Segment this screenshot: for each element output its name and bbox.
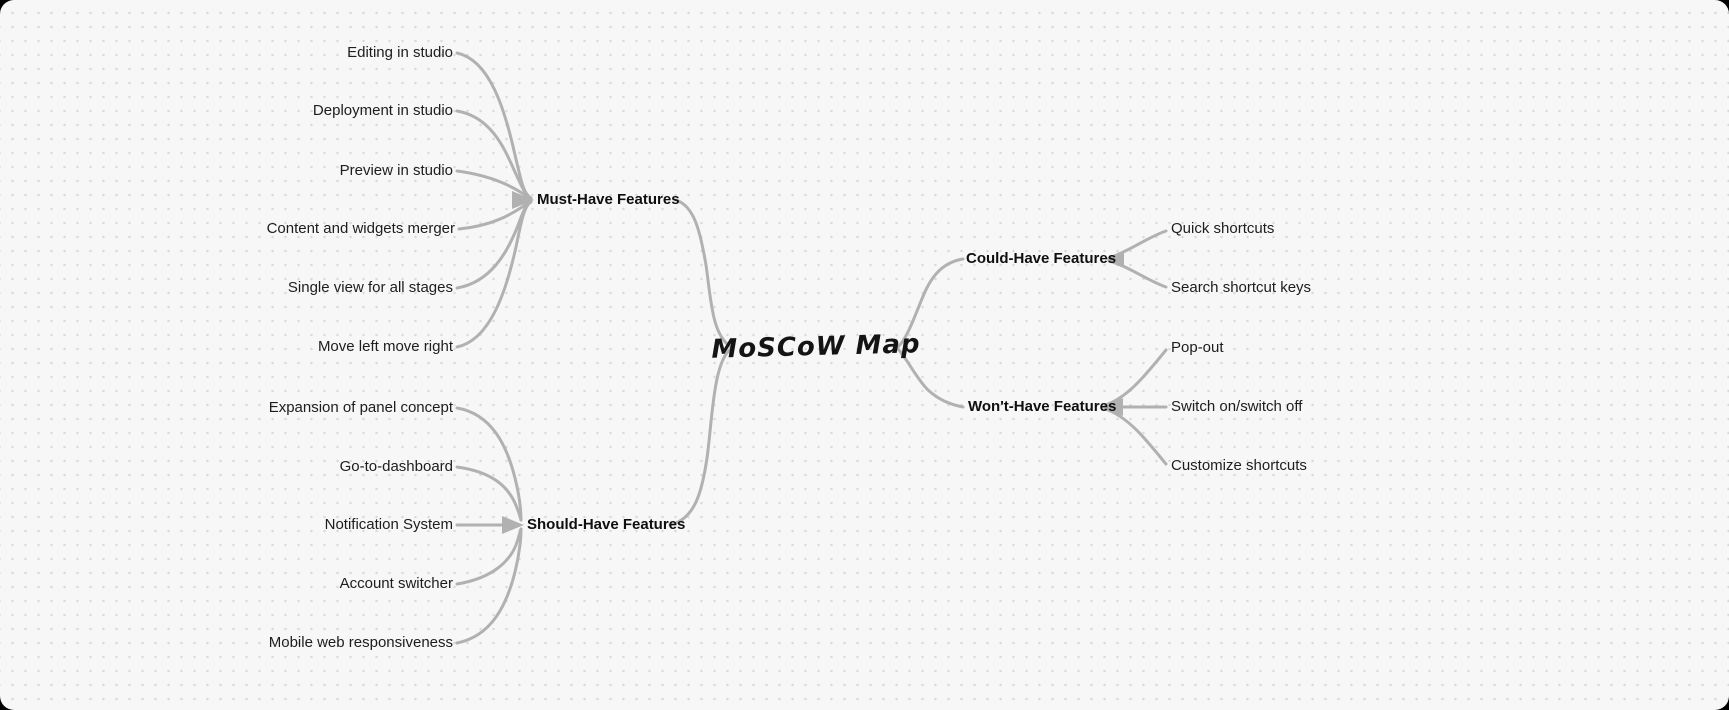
leaf-node-pop-out[interactable]: Pop-out <box>1171 339 1224 356</box>
leaf-node-preview-in-studio[interactable]: Preview in studio <box>339 162 453 179</box>
connector-must-single-view <box>455 199 533 290</box>
connector-root-to-should-have <box>668 347 733 527</box>
leaf-node-customize-shortcuts[interactable]: Customize shortcuts <box>1171 457 1307 474</box>
connector-wont-popout <box>1103 348 1168 407</box>
leaf-node-search-shortcut-keys[interactable]: Search shortcut keys <box>1171 279 1312 296</box>
connector-root-to-wont-have <box>896 347 965 409</box>
connector-root-to-could-have <box>896 257 965 349</box>
connector-should-goto <box>455 465 523 522</box>
wedge-should-have <box>502 516 524 534</box>
leaf-node-go-to-dashboard[interactable]: Go-to-dashboard <box>339 458 453 475</box>
leaf-node-account-switcher[interactable]: Account switcher <box>339 575 453 592</box>
leaf-node-mobile-web-responsiveness[interactable]: Mobile web responsiveness <box>268 634 453 651</box>
connector-could-quick <box>1107 229 1168 260</box>
wedge-could-have <box>1105 253 1124 265</box>
root-node[interactable]: MoSCoW Map <box>711 329 921 365</box>
leaf-node-notification-system[interactable]: Notification System <box>324 516 453 533</box>
leaf-node-deployment-in-studio[interactable]: Deployment in studio <box>312 102 453 119</box>
connector-should-mobile <box>455 528 523 645</box>
leaf-node-move-left-move-right[interactable]: Move left move right <box>317 338 453 355</box>
connector-root-to-must-have <box>674 198 733 349</box>
branch-node-must-have[interactable]: Must-Have Features <box>537 191 680 208</box>
connector-must-preview <box>455 169 532 200</box>
connector-should-expansion <box>455 406 523 522</box>
branch-node-should-have[interactable]: Should-Have Features <box>527 516 686 533</box>
connector-must-deployment <box>455 109 533 201</box>
connector-should-account <box>455 527 523 586</box>
connector-wont-customize <box>1103 407 1168 466</box>
branch-node-could-have[interactable]: Could-Have Features <box>966 250 1117 267</box>
connector-must-move <box>455 200 533 349</box>
connector-could-search <box>1107 259 1168 289</box>
wedge-wont-have <box>1101 398 1123 416</box>
leaf-node-expansion-panel-concept[interactable]: Expansion of panel concept <box>268 399 453 416</box>
leaf-node-editing-in-studio[interactable]: Editing in studio <box>347 44 453 61</box>
branch-node-wont-have[interactable]: Won't-Have Features <box>968 398 1117 415</box>
wedge-must-have <box>512 191 534 209</box>
leaf-node-content-widgets-merger[interactable]: Content and widgets merger <box>266 220 455 237</box>
connector-must-editing <box>455 51 533 200</box>
leaf-node-single-view-all-stages[interactable]: Single view for all stages <box>287 279 453 296</box>
leaf-node-switch-on-switch-off[interactable]: Switch on/switch off <box>1171 398 1303 415</box>
leaf-node-quick-shortcuts[interactable]: Quick shortcuts <box>1171 220 1275 237</box>
